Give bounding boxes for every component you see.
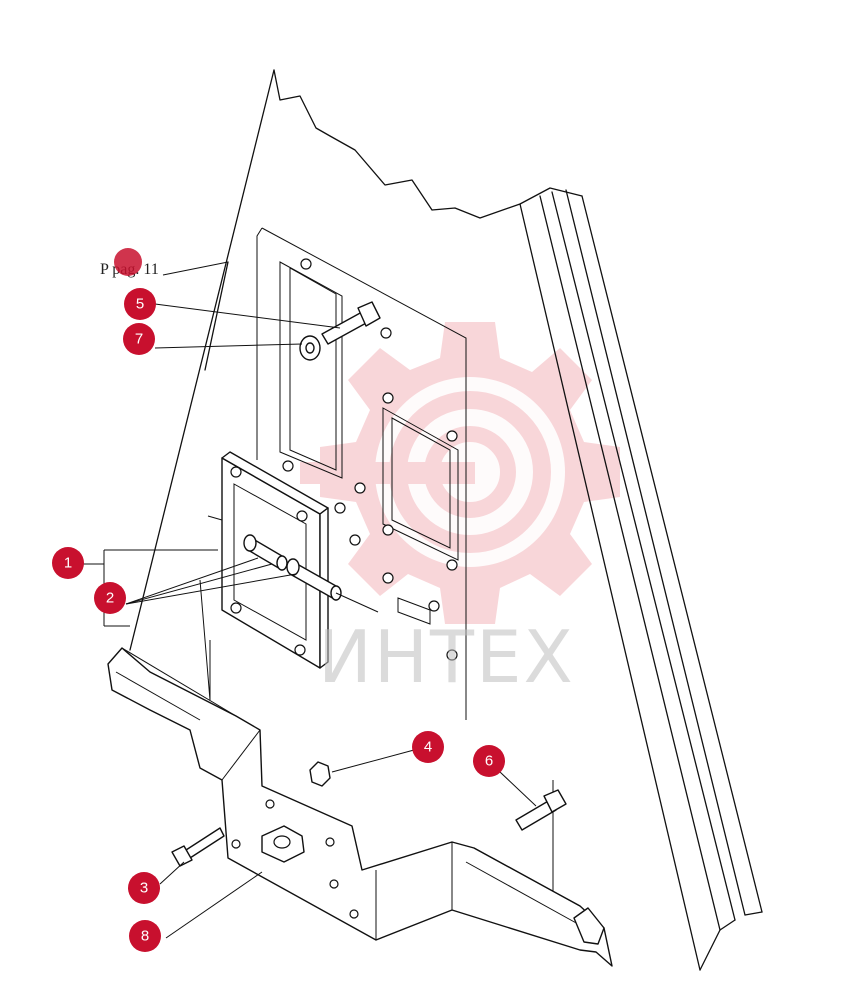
svg-text:2: 2 [106,590,114,607]
svg-text:5: 5 [136,296,144,313]
callout-4: 4 [412,731,444,763]
svg-text:1: 1 [64,555,72,572]
callout-8: 8 [129,920,161,952]
mounting-panel [129,69,763,971]
callout-1: 1 [52,547,84,579]
leader-lines [82,261,537,939]
svg-text:6: 6 [485,753,493,770]
callout-2: 2 [94,582,126,614]
washer-7 [299,335,321,361]
watermark-gear-logo [300,322,620,624]
callout-6: 6 [473,745,505,777]
svg-text:4: 4 [424,739,432,756]
callout-3: 3 [128,872,160,904]
svg-text:3: 3 [140,880,148,897]
callout-5: 5 [124,288,156,320]
bolt-5 [321,301,381,345]
nut-4 [309,761,331,787]
bracket-8 [107,647,613,967]
screw-3 [171,827,225,867]
watermark-text: ИНТЕХ [318,615,575,699]
bolt-6 [515,789,567,831]
svg-text:8: 8 [141,928,149,945]
spacers [243,534,379,613]
callout-ref [114,248,142,276]
svg-text:7: 7 [135,331,143,348]
callout-7: 7 [123,323,155,355]
